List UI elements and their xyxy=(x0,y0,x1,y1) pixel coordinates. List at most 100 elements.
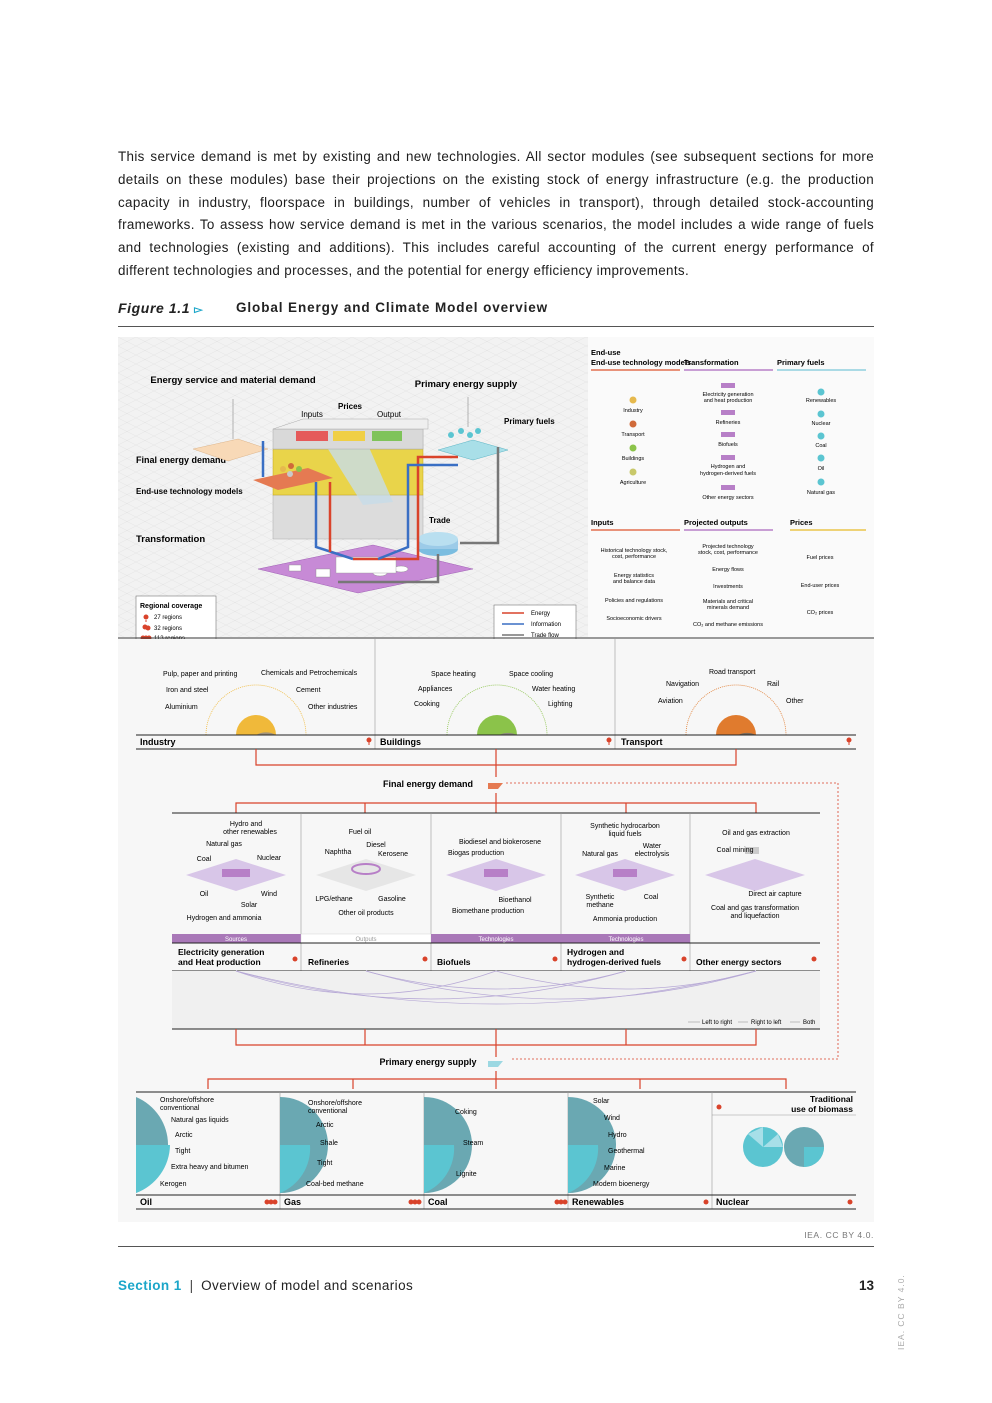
panel-output-4: Materials and critical xyxy=(703,599,753,605)
elec-solar: Solar xyxy=(241,902,258,909)
elec-wind: Wind xyxy=(261,891,277,898)
footer-separator: | xyxy=(189,1278,194,1293)
oth-cgt-2: and liquefaction xyxy=(730,913,779,920)
band-sources: Sources xyxy=(225,937,247,943)
industry-title: Industry xyxy=(140,737,176,747)
legend-energy: Energy xyxy=(531,611,550,617)
band-tech-1: Technologies xyxy=(478,937,513,943)
oil-supply-panel: Onshore/offshore conventional Natural ga… xyxy=(136,1097,249,1193)
transport-pin-icon xyxy=(846,737,852,745)
oil-kerogen: Kerogen xyxy=(160,1181,187,1188)
trn-rail: Rail xyxy=(767,681,780,688)
ren-hydro: Hydro xyxy=(608,1132,627,1139)
map-pin-icon xyxy=(143,614,149,622)
buildings-title: Buildings xyxy=(380,737,421,747)
transport-title: Transport xyxy=(621,737,663,747)
coal-coking: Coking xyxy=(455,1109,477,1116)
ren-geo: Geothermal xyxy=(608,1148,645,1155)
trn-road: Road transport xyxy=(709,669,755,676)
figure-title: Global Energy and Climate Model overview xyxy=(236,300,549,315)
energy-service-label: Energy service and material demand xyxy=(150,375,315,386)
panel-hydrogen-2: hydrogen-derived fuels xyxy=(700,471,756,477)
ref-diesel: Diesel xyxy=(366,842,386,849)
ind-pulp: Pulp, paper and printing xyxy=(163,671,237,678)
hyd-natgas: Natural gas xyxy=(582,851,618,858)
panel-output-3: Investments xyxy=(713,584,743,590)
inputs-label: Inputs xyxy=(301,410,323,419)
flow-rtl: Right to left xyxy=(751,1020,782,1026)
side-credit: IEA. CC BY 4.0. xyxy=(896,1274,906,1350)
nuclear-supply-panel: Traditional use of biomass xyxy=(712,1094,856,1167)
oil-onshore-2: conventional xyxy=(160,1105,200,1112)
panel-natural-gas: Natural gas xyxy=(807,490,835,496)
panel-elec: Electricity generation xyxy=(702,392,753,398)
renewables-supply-panel: Solar Wind Hydro Geothermal Marine Moder… xyxy=(568,1097,650,1193)
elec-nuclear: Nuclear xyxy=(257,855,282,862)
ind-iron: Iron and steel xyxy=(166,687,209,694)
transform-pin-icons xyxy=(292,956,817,962)
hyd-water-1: Water xyxy=(643,843,662,850)
trade-label: Trade xyxy=(429,516,451,525)
ind-cement: Cement xyxy=(296,687,321,694)
panel-input-1b: cost, performance xyxy=(612,554,656,560)
gas-shale: Shale xyxy=(320,1140,338,1147)
ind-other: Other industries xyxy=(308,704,358,711)
oil-tight: Tight xyxy=(175,1148,190,1155)
elec-panel: Hydro and other renewables Natural gas C… xyxy=(186,821,286,922)
refineries-panel: Fuel oil Naphtha Diesel Kerosene LPG/eth… xyxy=(315,829,416,917)
legend-information: Information xyxy=(531,622,561,628)
bld-cooking: Cooking xyxy=(414,701,440,708)
panel-outputs-title: Projected outputs xyxy=(684,518,748,527)
panel-input-2: Energy statistics xyxy=(614,573,654,579)
band-outputs: Outputs xyxy=(355,937,376,943)
panel-output-4b: minerals demand xyxy=(707,605,749,611)
panel-industry: Industry xyxy=(623,408,643,414)
hyd-coal: Coal xyxy=(644,894,659,901)
section-number: Section 1 xyxy=(118,1278,182,1293)
panel-input-3: Policies and regulations xyxy=(605,598,663,604)
ref-fueloil: Fuel oil xyxy=(349,829,372,836)
oth-oilgas: Oil and gas extraction xyxy=(722,830,790,837)
other-sectors-title: Other energy sectors xyxy=(696,957,782,967)
bld-appliances: Appliances xyxy=(418,686,453,693)
biofuels-title: Biofuels xyxy=(437,957,471,967)
hyd-synmeth-2: methane xyxy=(586,902,613,909)
panel-col2-title: Transformation xyxy=(684,358,739,367)
trad-1: Traditional xyxy=(810,1094,853,1104)
panel-prices-title: Prices xyxy=(790,518,813,527)
hyd-ammonia: Ammonia production xyxy=(593,916,657,923)
panel-hydrogen-1: Hydrogen and xyxy=(711,464,746,470)
elec-oil: Oil xyxy=(200,891,209,898)
section-title: Overview of model and scenarios xyxy=(201,1278,414,1293)
end-use-label: End-use technology models xyxy=(136,487,243,496)
oil-ngl: Natural gas liquids xyxy=(171,1117,229,1124)
elec-title-2: and Heat production xyxy=(178,957,261,967)
bio-biodiesel: Biodiesel and biokerosene xyxy=(459,839,541,846)
panel-biofuels: Biofuels xyxy=(718,442,738,448)
band-tech-2: Technologies xyxy=(608,937,643,943)
panel-output-1: Projected technology xyxy=(702,544,754,550)
double-pin-icon xyxy=(142,624,151,631)
panel-output-5: CO₂ and methane emissions xyxy=(693,622,763,628)
final-energy-label: Final energy demand xyxy=(383,779,473,789)
ren-marine: Marine xyxy=(604,1165,626,1172)
ref-naphtha: Naphtha xyxy=(325,849,352,856)
panel-oil: Oil xyxy=(818,466,825,472)
gas-arctic: Arctic xyxy=(316,1122,334,1129)
hyd-synmeth-1: Synthetic xyxy=(586,894,615,901)
elec-coal: Coal xyxy=(197,856,212,863)
hyd-title-1: Hydrogen and xyxy=(567,947,624,957)
bottom-rule xyxy=(118,1246,874,1247)
bld-space-heat: Space heating xyxy=(431,671,476,678)
bio-bioethanol: Bioethanol xyxy=(498,897,532,904)
model-stack-illustration xyxy=(192,397,509,594)
model-components-panel: End-use End-use technology models Transf… xyxy=(591,348,866,628)
gas-title: Gas xyxy=(284,1197,301,1207)
hydrogen-panel: Synthetic hydrocarbon liquid fuels Natur… xyxy=(575,823,675,923)
prices-label: Prices xyxy=(338,402,363,411)
bio-biomethane: Biomethane production xyxy=(452,908,524,915)
gas-onshore-1: Onshore/offshore xyxy=(308,1100,362,1107)
bld-lighting: Lighting xyxy=(548,701,573,708)
ind-alum: Aluminium xyxy=(165,704,198,711)
panel-buildings: Buildings xyxy=(622,456,645,462)
